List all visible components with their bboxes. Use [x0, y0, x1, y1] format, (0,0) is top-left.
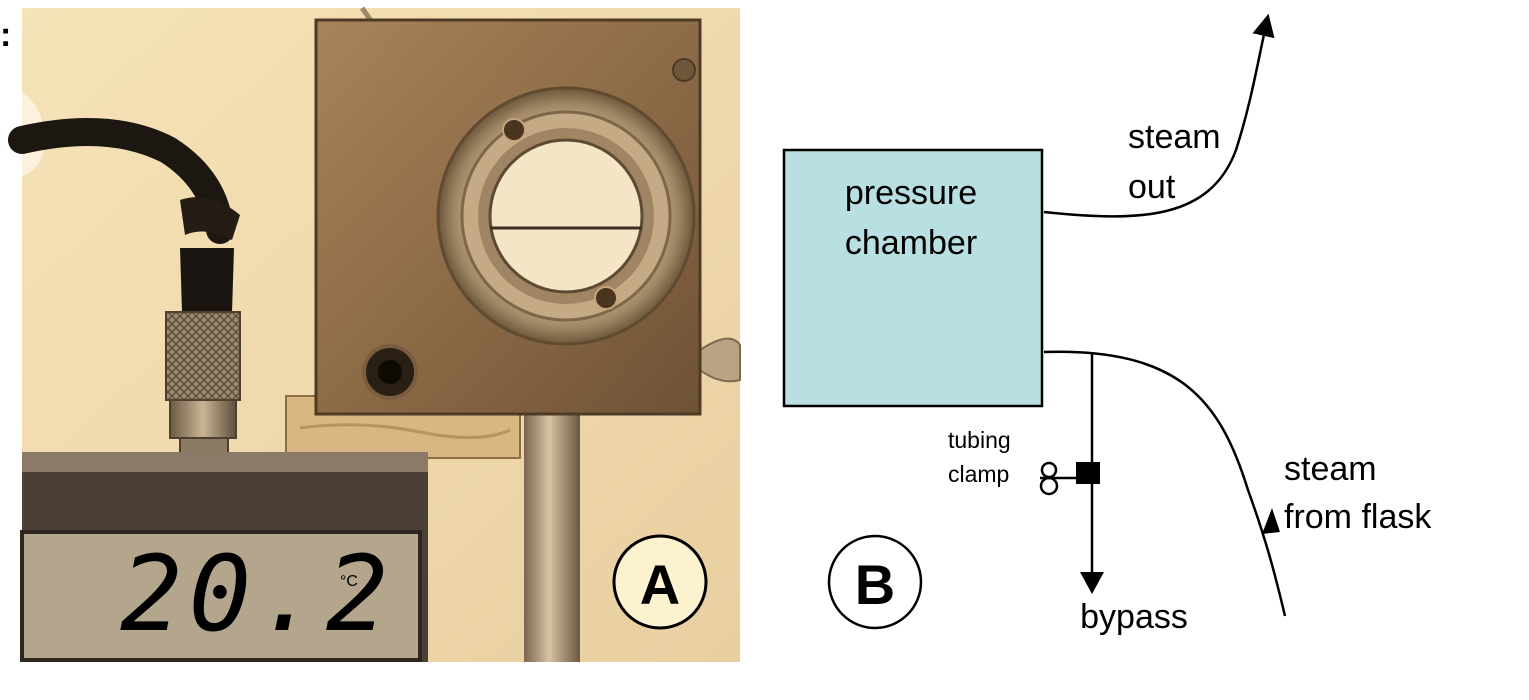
thermometer-top-edge	[22, 452, 428, 472]
knurled-connector	[165, 311, 241, 401]
support-rod	[524, 398, 580, 662]
sensor-cable	[8, 118, 234, 244]
steam-in-label-line1: steam	[1284, 450, 1377, 488]
thermometer-display	[20, 530, 422, 662]
bypass-arrowhead	[1080, 572, 1104, 594]
photo-panel-a: 20.2 °C A	[8, 6, 741, 662]
chamber-label-line2: chamber	[845, 224, 977, 262]
panel-b-badge	[827, 534, 923, 630]
clamp-screw-loop-bottom	[1039, 476, 1059, 496]
steam-out-label-line1: steam	[1128, 118, 1221, 156]
schematic-panel-b: pressure chamber steam out steam from fl…	[782, 13, 1432, 636]
pressure-chamber-box	[782, 148, 1044, 408]
wood-grain	[299, 423, 511, 439]
bypass-label: bypass	[1080, 598, 1188, 636]
window-screw-top	[502, 118, 526, 142]
display-reading: 20.2	[120, 533, 394, 655]
steam-in-label-line2: from flask	[1284, 498, 1432, 536]
steam-in-arrowhead	[1262, 508, 1280, 534]
corner-colon-mark: :	[0, 16, 12, 54]
block-corner-screw	[672, 58, 696, 82]
clamp-label-line1: tubing	[948, 427, 1011, 453]
chamber-label-line1: pressure	[845, 174, 977, 212]
viewing-window	[488, 138, 644, 294]
steam-in-line	[1043, 350, 1287, 617]
clamp-label-line2: clamp	[948, 461, 1009, 487]
block-bolt-inner	[378, 360, 402, 384]
panel-b-label: B	[855, 553, 895, 616]
clamp-screw-loop-top	[1040, 461, 1058, 479]
cable-boot	[180, 248, 234, 312]
display-unit: °C	[340, 573, 358, 590]
tubing-clamp-block	[1076, 462, 1100, 484]
steam-out-label-line2: out	[1128, 168, 1176, 206]
side-clamp-knob	[699, 337, 741, 383]
connector-collar	[169, 399, 237, 439]
steam-out-line	[1043, 13, 1275, 218]
cable-bend-tape	[180, 197, 240, 240]
panel-a-badge	[612, 534, 708, 630]
panel-a-label: A	[640, 553, 680, 616]
window-screw-bottom	[594, 286, 618, 310]
